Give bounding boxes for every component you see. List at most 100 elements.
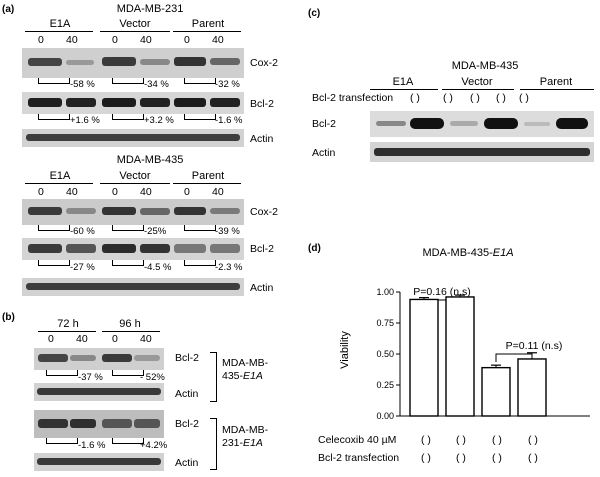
lane-label: 40 — [212, 34, 224, 46]
actin-blot — [22, 129, 244, 147]
percent-change: -4.5 % — [144, 262, 172, 273]
lane-label: 40 — [66, 34, 78, 46]
bcl2-blot — [34, 348, 164, 370]
transfection-mark: ( ) — [496, 92, 506, 104]
comparison-bracket — [38, 225, 70, 231]
transfection-mark: ( ) — [470, 92, 480, 104]
group-label: E1A — [392, 76, 414, 88]
row-label: Celecoxib 40 µM — [318, 434, 397, 446]
actin-blot — [34, 383, 164, 401]
bcl2-blot — [370, 111, 594, 137]
lane-label: 0 — [112, 186, 118, 198]
actin-blot — [370, 142, 594, 162]
blot-c-title: MDA-MB-435 — [451, 60, 519, 72]
lane-label: 0 — [184, 34, 190, 46]
group-underline — [173, 183, 241, 184]
group-underline — [520, 89, 594, 90]
comparison-bracket — [112, 438, 144, 444]
group-underline — [370, 89, 438, 90]
panel-c-label: (c) — [308, 8, 321, 19]
y-tick-label: 0.75 — [376, 318, 394, 328]
lane-label: 0 — [184, 186, 190, 198]
percent-change: -37 % — [78, 372, 103, 383]
treatment-mark: ( ) — [421, 434, 431, 446]
group-underline — [38, 331, 96, 332]
treatment-mark: ( ) — [528, 434, 538, 446]
row-label: Bcl-2 transfection — [312, 92, 394, 104]
group-label: Vector — [119, 170, 151, 182]
group-label: Parent — [539, 76, 573, 88]
transfection-mark: ( ) — [410, 92, 420, 104]
band-label: Bcl-2 — [250, 98, 274, 110]
time-label: 96 h — [119, 318, 141, 330]
actin-blot — [22, 278, 244, 296]
band-label: Cox-2 — [250, 57, 279, 69]
lane-label: 40 — [140, 34, 152, 46]
lane-label: 0 — [38, 186, 44, 198]
band-label: Cox-2 — [250, 206, 279, 218]
comparison-bracket — [46, 370, 78, 376]
group-underline — [100, 31, 170, 32]
cell-line-label: 435-E1A — [222, 370, 263, 382]
y-tick-label: 0.50 — [376, 349, 394, 359]
comparison-bracket — [184, 78, 216, 84]
band-label: Bcl-2 — [175, 418, 199, 430]
comparison-bracket — [112, 78, 144, 84]
group-underline — [102, 331, 160, 332]
panel-a-label: (a) — [2, 4, 15, 15]
band-label: Bcl-2 — [250, 243, 274, 255]
lane-label: 40 — [140, 186, 152, 198]
y-tick-label: 1.00 — [376, 287, 394, 297]
group-underline — [25, 31, 93, 32]
blot-a1-title: MDA-MB-231 — [116, 3, 184, 15]
percent-change: -2.3 % — [215, 262, 243, 273]
time-label: 72 h — [57, 318, 79, 330]
group-label: Parent — [191, 170, 225, 182]
comparison-bracket — [112, 260, 144, 266]
chart-title: MDA-MB-435-E1A — [422, 247, 514, 259]
group-underline — [25, 183, 93, 184]
actin-blot — [34, 453, 164, 471]
treatment-mark: ( ) — [456, 434, 466, 446]
group-label: Parent — [191, 18, 225, 30]
band-label: Actin — [175, 457, 199, 469]
group-label: Vector — [119, 18, 151, 30]
percent-change: -58 % — [70, 79, 95, 90]
percent-change: -27 % — [70, 262, 95, 273]
stat-annotation: P=0.11 (n.s) — [506, 340, 563, 352]
lane-label: 0 — [112, 34, 118, 46]
lane-label: 0 — [38, 34, 44, 46]
percent-change: +4.2% — [140, 440, 168, 451]
comparison-bracket — [112, 114, 144, 120]
y-axis-label: Viability — [339, 331, 351, 369]
treatment-mark: ( ) — [528, 452, 538, 464]
comparison-bracket — [184, 114, 216, 120]
blot-a2-title: MDA-MB-435 — [116, 154, 184, 166]
comparison-bracket — [38, 260, 70, 266]
lane-label: 40 — [212, 186, 224, 198]
percent-change: +1.6 % — [70, 115, 100, 126]
treatment-mark: ( ) — [492, 452, 502, 464]
percent-change: -39 % — [215, 226, 240, 237]
percent-change: -34 % — [144, 79, 169, 90]
panel-b-label: (b) — [2, 312, 15, 323]
band-label: Bcl-2 — [312, 118, 336, 130]
bcl2-blot — [22, 92, 244, 114]
comparison-bracket — [38, 78, 70, 84]
lane-label: 0 — [48, 333, 54, 345]
band-label: Actin — [250, 133, 274, 145]
stat-annotation: P=0.16 (n.s) — [413, 286, 471, 298]
percent-change: -1.6 % — [215, 115, 243, 126]
comparison-bracket — [112, 370, 144, 376]
group-underline — [173, 31, 241, 32]
cell-line-bracket — [210, 418, 217, 470]
percent-change: -1.6 % — [78, 440, 106, 451]
lane-label: 40 — [140, 333, 152, 345]
group-label: E1A — [49, 170, 71, 182]
row-label: Bcl-2 transfection — [318, 452, 400, 464]
comparison-bracket — [184, 225, 216, 231]
treatment-mark: ( ) — [421, 452, 431, 464]
bar — [445, 296, 475, 417]
bar — [517, 358, 547, 417]
comparison-bracket — [38, 114, 70, 120]
